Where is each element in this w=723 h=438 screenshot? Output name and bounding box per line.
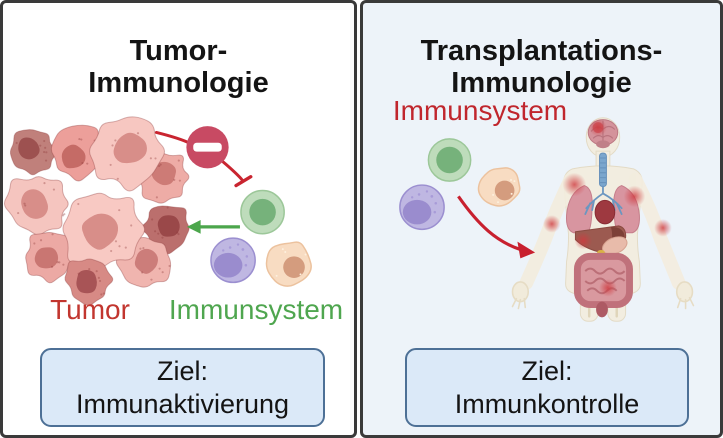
immunsystem-label-green: Immunsystem — [168, 294, 344, 325]
b-cell-icon — [210, 237, 256, 284]
macrophage-icon — [265, 241, 312, 287]
inflammation-spots — [542, 118, 672, 297]
macrophage-icon — [477, 167, 521, 207]
b-cell-icon — [399, 184, 445, 231]
tumor-label: Tumor — [50, 294, 130, 325]
tumor-cell — [25, 232, 78, 284]
t-cell-icon — [240, 189, 285, 235]
left-panel-title: Tumor- Immunologie — [88, 35, 269, 100]
tumor-cell — [9, 129, 59, 176]
goal-box-immunkontrolle: Ziel: Immunkontrolle — [405, 348, 689, 427]
tumor-scene — [4, 116, 312, 306]
panel-transplantations-immunologie: Transplantations- Immunologie Immunsyste… — [360, 0, 723, 438]
trachea-icon — [599, 152, 607, 188]
t-cell-icon — [427, 138, 472, 182]
heart-icon — [594, 199, 616, 225]
tumor-cell — [50, 124, 108, 182]
tumor-cell — [89, 116, 165, 192]
green-activation-arrow-icon — [186, 219, 240, 234]
immunsystem-label-red: Immunsystem — [392, 95, 568, 126]
human-body-anatomy-icon — [511, 117, 695, 322]
panel-tumor-immunologie: Tumor- Immunologie Tumor Immunsystem Zie… — [0, 0, 357, 438]
inhibition-minus-icon — [186, 126, 229, 169]
red-attack-arrow-icon — [457, 195, 536, 259]
goal-box-immunaktivierung: Ziel: Immunaktivierung — [40, 348, 325, 427]
right-panel-title: Transplantations- Immunologie — [420, 35, 663, 100]
tumor-cell — [64, 258, 114, 306]
transplant-scene — [399, 117, 695, 322]
tumor-cell — [62, 192, 145, 268]
tumor-cell-cluster — [4, 116, 190, 306]
tumor-cell — [4, 176, 69, 236]
